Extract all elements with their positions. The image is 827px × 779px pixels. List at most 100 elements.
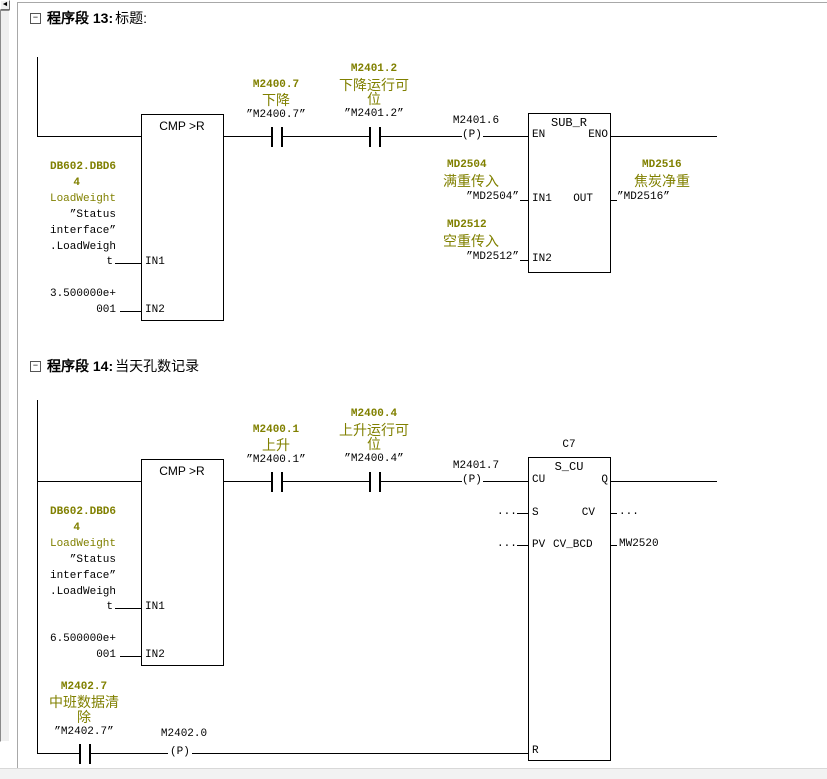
pin-s: S (532, 507, 539, 519)
pin-eno: ENO (588, 129, 608, 141)
pane-scroll-track[interactable] (0, 10, 10, 742)
wire (192, 753, 528, 754)
symbol-name: MD2512 (447, 219, 487, 231)
wire (483, 136, 528, 137)
p-pulse-coil[interactable]: (P) (462, 129, 482, 142)
no-contact[interactable] (369, 472, 371, 492)
symbol-name: M2402.7 (60, 681, 108, 693)
wire (611, 481, 717, 482)
p-pulse-coil[interactable]: (P) (462, 474, 482, 487)
operand-value[interactable]: ... (497, 538, 517, 550)
symbol-name: DB602.DBD6 (49, 506, 116, 518)
symbol-name: M2400.7 (252, 79, 300, 91)
network14-collapse-icon[interactable]: − (30, 361, 41, 372)
operand-address[interactable]: ”Status (69, 209, 116, 221)
pin-in2: IN2 (145, 304, 165, 316)
symbol-comment: 上升 (262, 437, 290, 453)
cmp-block[interactable] (141, 459, 224, 666)
symbol-comment: LoadWeight (49, 538, 116, 550)
operand-address[interactable]: ”M2400.4” (344, 453, 404, 465)
no-contact[interactable] (271, 127, 273, 147)
network14-number: 程序段 14: (47, 358, 114, 374)
bottom-scroll-area[interactable] (0, 768, 827, 779)
wire (283, 481, 369, 482)
p-pulse-coil[interactable]: (P) (170, 746, 190, 759)
operand-value[interactable]: 001 (96, 649, 116, 661)
cmp-block[interactable] (141, 114, 224, 321)
wire (224, 481, 272, 482)
operand-address[interactable]: ”M2402.7” (54, 726, 114, 738)
operand-value[interactable]: 001 (96, 304, 116, 316)
pin-cv-bcd: CV_BCD (553, 539, 593, 551)
sub-r-block[interactable] (528, 113, 611, 273)
operand-address[interactable]: .LoadWeigh (49, 586, 116, 598)
network13-collapse-icon[interactable]: − (30, 13, 41, 24)
operand-address[interactable]: ”M2400.1” (246, 454, 306, 466)
no-contact[interactable] (271, 472, 273, 492)
block-title: CMP >R (159, 119, 205, 133)
operand-address[interactable]: ”M2400.7” (246, 109, 306, 121)
pin-pv: PV (532, 539, 546, 551)
pin-dash (115, 263, 141, 264)
symbol-comment: 满重传入 (443, 173, 499, 189)
operand-address[interactable]: t (106, 256, 113, 268)
pin-r: R (532, 745, 539, 757)
no-contact[interactable] (379, 472, 381, 492)
operand-address: M2401.7 (452, 460, 500, 472)
pin-dash (611, 200, 617, 201)
wire (611, 136, 717, 137)
operand-address[interactable]: interface” (49, 570, 116, 582)
symbol-name: DB602.DBD6 (49, 161, 116, 173)
operand-value[interactable]: ... (619, 506, 639, 518)
symbol-comment: 下降 (262, 92, 290, 108)
pin-dash (520, 200, 528, 201)
wire (224, 136, 272, 137)
s-cu-block[interactable] (528, 457, 611, 761)
symbol-comment: 下降运行可 (339, 77, 409, 93)
pin-dash (611, 513, 617, 514)
operand-address[interactable]: .LoadWeigh (49, 241, 116, 253)
operand-address[interactable]: interface” (49, 225, 116, 237)
symbol-name: MD2516 (642, 159, 682, 171)
symbol-name: M2401.2 (350, 63, 398, 75)
pin-dash (120, 311, 141, 312)
pin-cv: CV (581, 507, 595, 519)
operand-value[interactable]: 6.500000e+ (49, 633, 116, 645)
pin-dash (520, 260, 528, 261)
network13-header[interactable]: 程序段 13:标题: (47, 11, 147, 26)
network14-header[interactable]: 程序段 14:当天孔数记录 (47, 359, 199, 374)
no-contact[interactable] (89, 744, 91, 764)
operand-value[interactable]: ... (497, 506, 517, 518)
network13-title: 标题: (115, 10, 148, 26)
pin-cu: CU (532, 474, 546, 486)
wire (283, 136, 369, 137)
pin-in1: IN1 (532, 193, 552, 205)
operand-address[interactable]: t (106, 601, 113, 613)
no-contact[interactable] (369, 127, 371, 147)
network14-title: 当天孔数记录 (115, 358, 200, 374)
no-contact[interactable] (281, 127, 283, 147)
operand-address[interactable]: ”MD2512” (466, 251, 519, 263)
operand-address: M2402.0 (160, 728, 208, 740)
pane-scroll-left-button[interactable]: ◄ (0, 0, 10, 10)
operand-value[interactable]: 3.500000e+ (49, 288, 116, 300)
no-contact[interactable] (79, 744, 81, 764)
pin-dash (611, 545, 617, 546)
no-contact[interactable] (281, 472, 283, 492)
symbol-comment: 中班数据清 (49, 694, 119, 710)
counter-name[interactable]: C7 (562, 439, 576, 451)
operand-address[interactable]: ”M2401.2” (344, 108, 404, 120)
pin-q: Q (601, 474, 608, 486)
symbol-name: M2400.4 (350, 408, 398, 420)
operand-address[interactable]: ”Status (69, 554, 116, 566)
document-top-border (17, 2, 827, 3)
operand-address[interactable]: ”MD2504” (466, 191, 519, 203)
no-contact[interactable] (379, 127, 381, 147)
symbol-name: 4 (73, 177, 80, 189)
block-title: S_CU (554, 460, 584, 474)
symbol-comment: 焦炭净重 (634, 173, 690, 189)
operand-address[interactable]: MW2520 (619, 538, 659, 550)
operand-address[interactable]: ”MD2516” (617, 191, 670, 203)
wire (381, 481, 462, 482)
